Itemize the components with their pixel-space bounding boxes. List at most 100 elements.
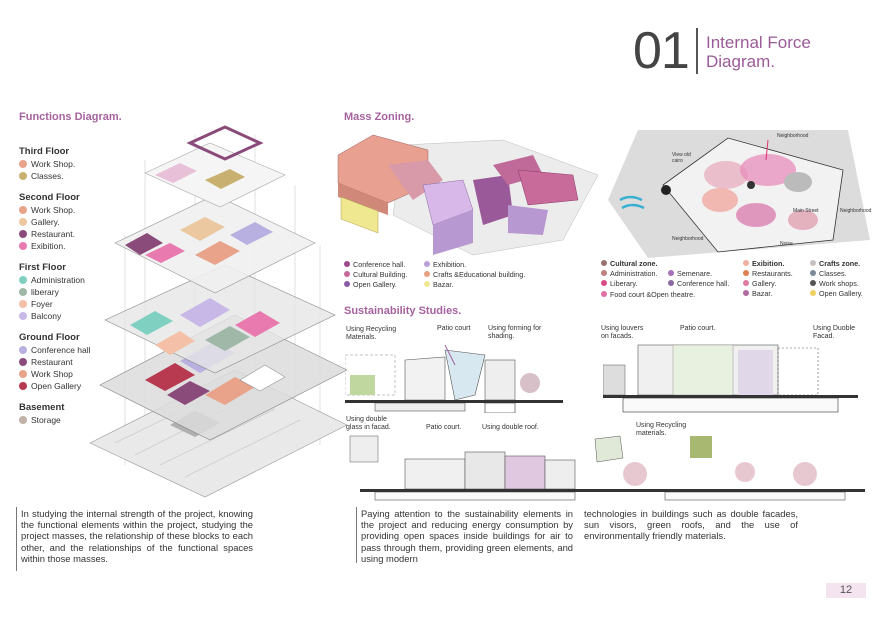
zone-legend-seminar: Semenare.Conference hall. bbox=[668, 268, 729, 288]
note-recycling-2: Using Recycling materials. bbox=[636, 422, 687, 437]
legend-dot bbox=[19, 276, 27, 284]
floor-legend-item: Administration bbox=[19, 274, 129, 286]
zone-item-label: Work shops. bbox=[819, 278, 859, 288]
legend-label: Balcony bbox=[31, 311, 62, 321]
note-double-glass: Using double glass in facad. bbox=[346, 416, 391, 431]
zone-item: Liberary. bbox=[601, 278, 658, 288]
note-double-facade: Using Duoble Facad. bbox=[813, 325, 856, 340]
legend-label: Cultural Building. bbox=[353, 269, 408, 279]
floor-legend-item: Open Gallery bbox=[19, 380, 129, 392]
floor-legend-item: liberary bbox=[19, 286, 129, 298]
zone-item-label: Gallery. bbox=[752, 278, 777, 288]
legend-dot bbox=[19, 230, 27, 238]
legend-dot bbox=[19, 416, 27, 424]
note-patio-2: Patio court. bbox=[680, 325, 716, 332]
zone-item-label: Classes. bbox=[819, 268, 847, 278]
legend-dot bbox=[19, 346, 27, 354]
mass-legend-col2: Exhibition.Crafts &Educational building.… bbox=[424, 259, 525, 289]
section-drawing-3 bbox=[349, 435, 865, 501]
zone-item: Restaurants. bbox=[743, 268, 793, 278]
zone-title: Crafts zone. bbox=[810, 258, 863, 268]
zone-title-label: Cultural zone. bbox=[610, 258, 658, 268]
floor-legend-item: Balcony bbox=[19, 310, 129, 322]
zone-item-label: Semenare. bbox=[677, 268, 713, 278]
legend-dot bbox=[424, 271, 430, 277]
page-number: 12 bbox=[826, 583, 866, 598]
legend-dot bbox=[19, 358, 27, 366]
mass-legend-item: Conference hall. bbox=[344, 259, 407, 269]
floor-title: Basement bbox=[19, 402, 65, 413]
floor-legend-item: Restaurant bbox=[19, 356, 129, 368]
legend-dot bbox=[19, 370, 27, 378]
header-divider bbox=[696, 28, 698, 74]
zone-item: Conference hall. bbox=[668, 278, 729, 288]
floor-title: Third Floor bbox=[19, 146, 70, 157]
zone-dot bbox=[810, 270, 816, 276]
site-label-view: View old cairo bbox=[672, 152, 691, 164]
zone-title: Exibition. bbox=[743, 258, 793, 268]
mass-legend-item: Bazar. bbox=[424, 279, 525, 289]
floor-legend-item: Work Shop. bbox=[19, 158, 129, 170]
food-label: Food court &Open theatre. bbox=[610, 289, 696, 299]
zone-dot bbox=[601, 260, 607, 266]
legend-label: Open Gallery bbox=[31, 381, 82, 391]
legend-label: Foyer bbox=[31, 299, 53, 309]
zone-item-label: Restaurants. bbox=[752, 268, 793, 278]
sustain-text-bar bbox=[356, 507, 357, 563]
legend-dot bbox=[19, 160, 27, 168]
legend-dot bbox=[19, 312, 27, 320]
zone-item-label: Bazar. bbox=[752, 288, 773, 298]
zone-item-label: Conference hall. bbox=[677, 278, 730, 288]
legend-dot bbox=[19, 206, 27, 214]
site-zoning-map bbox=[608, 130, 870, 258]
zone-dot bbox=[743, 280, 749, 286]
site-label-noise: Noise bbox=[780, 241, 793, 247]
food-dot bbox=[601, 291, 607, 297]
note-louvers: Using louvers on facads. bbox=[601, 325, 644, 340]
chapter-number: 01 bbox=[633, 22, 690, 80]
zone-dot bbox=[601, 270, 607, 276]
floor-legend-item: Work Shop bbox=[19, 368, 129, 380]
site-label-neighborhood-left: Neighborhood bbox=[672, 236, 704, 242]
section-drawing-2 bbox=[603, 344, 858, 413]
note-double-roof: Using double roof. bbox=[482, 424, 539, 431]
zone-item-label: Liberary. bbox=[610, 278, 638, 288]
mass-zoning-heading: Mass Zoning. bbox=[344, 111, 415, 123]
legend-label: Restaurant bbox=[31, 357, 73, 367]
section-drawing-1 bbox=[345, 345, 563, 413]
legend-dot bbox=[19, 172, 27, 180]
zone-dot bbox=[668, 270, 674, 276]
page-title-text: Internal Force Diagram. bbox=[706, 33, 811, 71]
zone-title-label: Crafts zone. bbox=[819, 258, 861, 268]
exploded-axonometric bbox=[89, 125, 348, 498]
legend-label: Exhibition. bbox=[433, 259, 467, 269]
legend-label: Conference hall bbox=[31, 345, 91, 355]
legend-label: Work Shop bbox=[31, 369, 73, 379]
floor-legend-item: Conference hall bbox=[19, 344, 129, 356]
legend-dot bbox=[344, 271, 350, 277]
sustain-paragraph-right: technologies in buildings such as double… bbox=[584, 508, 798, 542]
floor-legend-item: Restaurant. bbox=[19, 228, 129, 240]
floor-legend-item: Exibition. bbox=[19, 240, 129, 252]
zone-item: Administration. bbox=[601, 268, 658, 278]
site-label-neighborhood-top: Neighborhood bbox=[777, 133, 809, 139]
page-title: Internal Force Diagram. bbox=[706, 33, 836, 71]
zone-item-label: Open Gallery. bbox=[819, 288, 863, 298]
sustainability-heading: Sustainability Studies. bbox=[344, 305, 462, 317]
mass-legend-item: Crafts &Educational building. bbox=[424, 269, 525, 279]
floor-legend-item: Foyer bbox=[19, 298, 129, 310]
legend-label: Classes. bbox=[31, 171, 64, 181]
legend-label: Work Shop. bbox=[31, 205, 76, 215]
site-label-main-street: Main Street bbox=[793, 208, 819, 214]
floor-title: Second Floor bbox=[19, 192, 80, 203]
zone-legend-crafts: Crafts zone.Classes.Work shops.Open Gall… bbox=[810, 258, 863, 298]
zone-dot bbox=[810, 260, 816, 266]
zone-item: Work shops. bbox=[810, 278, 863, 288]
legend-label: Gallery. bbox=[31, 217, 60, 227]
zone-item: Bazar. bbox=[743, 288, 793, 298]
zone-title-label: Exibition. bbox=[752, 258, 785, 268]
legend-dot bbox=[424, 281, 430, 287]
legend-dot bbox=[19, 218, 27, 226]
legend-label: Storage bbox=[31, 415, 61, 425]
